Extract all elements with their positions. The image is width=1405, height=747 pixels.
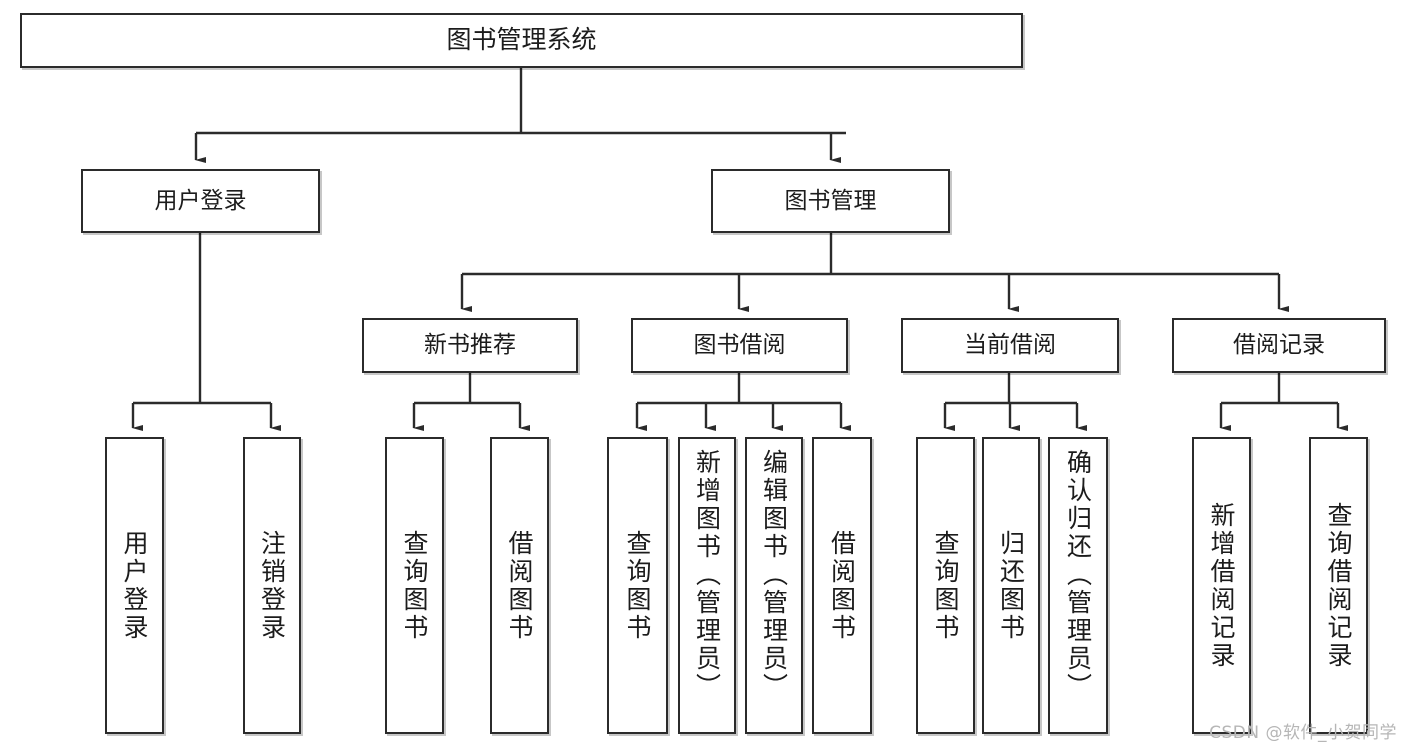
node-label: 新书推荐 [424,332,516,359]
node-label: 图书管理系统 [446,25,597,55]
node-label: 查询借阅记录 [1324,501,1353,670]
node-label: 归还图书 [996,529,1026,642]
leaf-query-book-borrow[interactable]: 查询图书 [607,437,668,734]
leaf-borrow-book-recommend[interactable]: 借阅图书 [490,437,549,734]
node-label: 新增图书（管理员） [692,449,722,701]
leaf-add-borrow-record[interactable]: 新增借阅记录 [1192,437,1251,734]
node-label: 编辑图书（管理员） [759,449,789,701]
node-label: 查询图书 [400,529,429,642]
leaf-confirm-return-admin[interactable]: 确认归还（管理员） [1048,437,1108,734]
node-label: 注销登录 [257,529,287,642]
node-book-borrow[interactable]: 图书借阅 [631,318,848,373]
node-current-borrow[interactable]: 当前借阅 [901,318,1119,373]
leaf-borrow-book[interactable]: 借阅图书 [812,437,872,734]
node-label: 查询图书 [931,529,960,642]
node-user-login[interactable]: 用户登录 [81,169,320,233]
node-label: 用户登录 [154,187,247,214]
node-borrow-record[interactable]: 借阅记录 [1172,318,1386,373]
node-label: 借阅图书 [827,529,857,642]
node-label: 当前借阅 [964,332,1056,359]
leaf-add-book-admin[interactable]: 新增图书（管理员） [678,437,736,734]
leaf-logout[interactable]: 注销登录 [243,437,301,734]
watermark-text: CSDN @软件_小贺同学 [1209,723,1397,743]
node-label: 图书借阅 [693,332,786,359]
node-book-management[interactable]: 图书管理 [711,169,950,233]
node-new-book-recommend[interactable]: 新书推荐 [362,318,578,373]
node-label: 新增借阅记录 [1207,501,1236,670]
leaf-edit-book-admin[interactable]: 编辑图书（管理员） [745,437,803,734]
leaf-query-borrow-record[interactable]: 查询借阅记录 [1309,437,1368,734]
node-label: 查询图书 [623,529,652,642]
node-label: 借阅图书 [505,529,534,642]
leaf-query-book-recommend[interactable]: 查询图书 [385,437,444,734]
leaf-user-login[interactable]: 用户登录 [105,437,164,734]
node-label: 图书管理 [784,187,877,214]
leaf-return-book[interactable]: 归还图书 [982,437,1040,734]
node-label: 确认归还（管理员） [1063,449,1093,701]
node-root-system[interactable]: 图书管理系统 [20,13,1023,68]
node-label: 借阅记录 [1233,332,1325,359]
leaf-query-book-current[interactable]: 查询图书 [916,437,975,734]
node-label: 用户登录 [120,529,149,642]
